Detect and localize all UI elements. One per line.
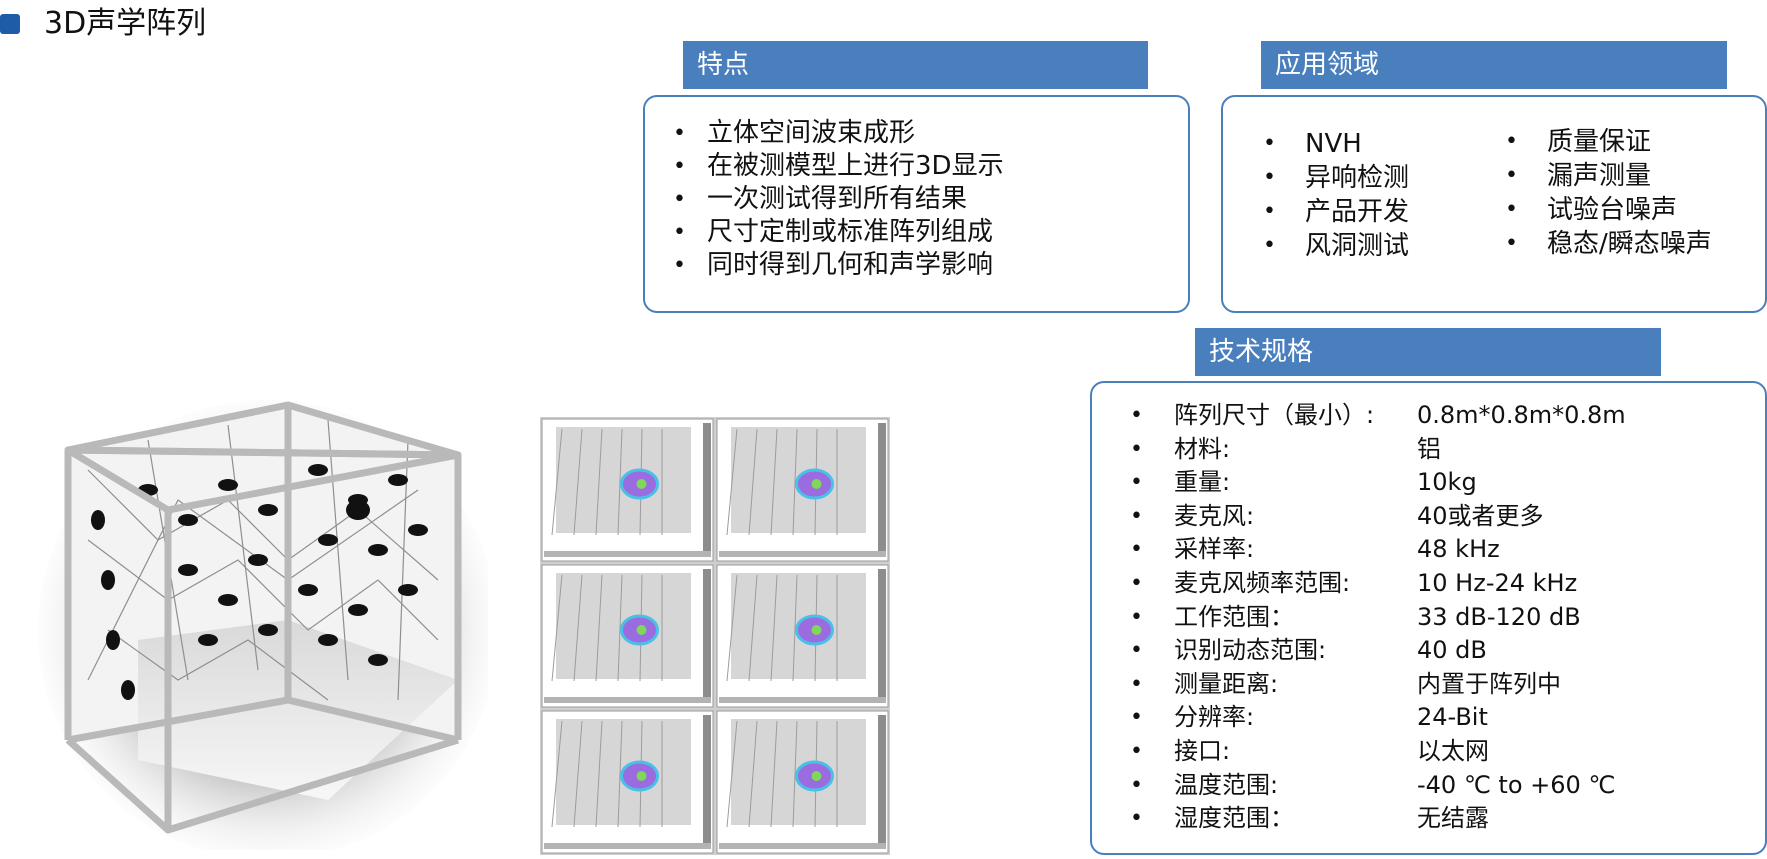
- applications-item: 质量保证: [1505, 125, 1712, 159]
- spec-bullet: •: [1130, 537, 1143, 563]
- specs-list: • 阵列尺寸（最小）: 0.8m*0.8m*0.8m • 材料: 铝 • 重量: 10kg • 麦克…: [1130, 399, 1765, 836]
- features-box: 立体空间波束成形在被测模型上进行3D显示一次测试得到所有结果尺寸定制或标准阵列组…: [643, 95, 1190, 313]
- spec-value: 48 kHz: [1417, 535, 1500, 564]
- spec-value: 铝: [1417, 434, 1441, 463]
- applications-col2: 质量保证漏声测量试验台噪声稳态/瞬态噪声: [1505, 125, 1712, 261]
- spec-bullet: •: [1130, 470, 1143, 496]
- spec-value: 0.8m*0.8m*0.8m: [1417, 401, 1626, 429]
- spec-label: 麦克风:: [1174, 501, 1255, 530]
- spec-row: • 材料: 铝: [1130, 433, 1765, 467]
- features-item: 同时得到几何和声学影响: [673, 249, 1188, 282]
- spec-label: 材料:: [1174, 434, 1231, 463]
- spec-bullet: •: [1130, 570, 1143, 596]
- features-item: 尺寸定制或标准阵列组成: [673, 216, 1188, 249]
- spec-bullet: •: [1130, 638, 1143, 664]
- spec-row: • 接口: 以太网: [1130, 735, 1765, 769]
- spec-label: 阵列尺寸（最小）:: [1174, 401, 1375, 429]
- features-item: 一次测试得到所有结果: [673, 183, 1188, 216]
- page-title: 3D声学阵列: [44, 6, 207, 41]
- screenshot-cell: [541, 418, 714, 562]
- spec-label: 重量:: [1174, 468, 1231, 497]
- screenshot-cell: [716, 710, 889, 854]
- applications-item: 异响检测: [1263, 161, 1409, 195]
- spec-row: • 湿度范围： 无结露: [1130, 802, 1765, 836]
- applications-item: 试验台噪声: [1505, 193, 1712, 227]
- applications-box: NVH异响检测产品开发风洞测试 质量保证漏声测量试验台噪声稳态/瞬态噪声: [1221, 95, 1767, 313]
- applications-title: 应用领域: [1261, 41, 1727, 89]
- spec-row: • 麦克风: 40或者更多: [1130, 500, 1765, 534]
- spec-label: 麦克风频率范围:: [1174, 568, 1351, 597]
- screenshot-cell: [541, 564, 714, 708]
- spec-bullet: •: [1130, 806, 1143, 832]
- spec-bullet: •: [1130, 403, 1143, 428]
- spec-label: 工作范围：: [1174, 602, 1294, 631]
- spec-label: 测量距离:: [1174, 669, 1279, 698]
- spec-row: • 识别动态范围: 40 dB: [1130, 634, 1765, 668]
- applications-item: NVH: [1263, 127, 1409, 161]
- spec-bullet: •: [1130, 671, 1143, 697]
- spec-bullet: •: [1130, 436, 1143, 462]
- screenshots-grid-image: [540, 417, 890, 855]
- spec-value: 以太网: [1417, 736, 1489, 765]
- spec-bullet: •: [1130, 738, 1143, 764]
- spec-value: 40 dB: [1417, 636, 1487, 665]
- spec-value: 24-Bit: [1417, 703, 1488, 732]
- spec-label: 接口:: [1174, 736, 1231, 765]
- spec-label: 采样率:: [1174, 535, 1255, 564]
- spec-row: • 工作范围： 33 dB-120 dB: [1130, 601, 1765, 635]
- spec-value: 内置于阵列中: [1417, 669, 1561, 698]
- spec-bullet: •: [1130, 604, 1143, 630]
- screenshot-cell: [716, 564, 889, 708]
- spec-row: • 阵列尺寸（最小）: 0.8m*0.8m*0.8m: [1130, 399, 1765, 433]
- spec-row: • 温度范围: -40 ℃ to +60 ℃: [1130, 769, 1765, 803]
- features-item: 立体空间波束成形: [673, 117, 1188, 150]
- spec-value: 33 dB-120 dB: [1417, 602, 1581, 631]
- specs-title: 技术规格: [1195, 328, 1661, 376]
- spec-row: • 麦克风频率范围: 10 Hz-24 kHz: [1130, 567, 1765, 601]
- spec-bullet: •: [1130, 503, 1143, 529]
- applications-item: 产品开发: [1263, 195, 1409, 229]
- screenshot-cell: [541, 710, 714, 854]
- title-bullet-square: [0, 14, 20, 34]
- spec-row: • 重量: 10kg: [1130, 466, 1765, 500]
- features-title: 特点: [683, 41, 1148, 89]
- spec-row: • 分辨率: 24-Bit: [1130, 701, 1765, 735]
- spec-label: 分辨率:: [1174, 703, 1255, 732]
- spec-label: 湿度范围：: [1174, 804, 1294, 833]
- spec-value: 40或者更多: [1417, 501, 1544, 530]
- applications-item: 稳态/瞬态噪声: [1505, 227, 1712, 261]
- features-item: 在被测模型上进行3D显示: [673, 150, 1188, 183]
- specs-box: • 阵列尺寸（最小）: 0.8m*0.8m*0.8m • 材料: 铝 • 重量: 10kg • 麦克…: [1090, 381, 1767, 855]
- spec-value: 无结露: [1417, 804, 1489, 833]
- spec-label: 温度范围:: [1174, 770, 1279, 799]
- features-list: 立体空间波束成形在被测模型上进行3D显示一次测试得到所有结果尺寸定制或标准阵列组…: [673, 117, 1188, 282]
- cube-image: [28, 380, 498, 859]
- applications-item: 风洞测试: [1263, 229, 1409, 263]
- spec-bullet: •: [1130, 772, 1143, 798]
- applications-item: 漏声测量: [1505, 159, 1712, 193]
- spec-label: 识别动态范围:: [1174, 636, 1327, 665]
- screenshot-cell: [716, 418, 889, 562]
- spec-value: 10kg: [1417, 468, 1477, 497]
- spec-value: -40 ℃ to +60 ℃: [1417, 770, 1616, 799]
- spec-value: 10 Hz-24 kHz: [1417, 568, 1578, 597]
- applications-col1: NVH异响检测产品开发风洞测试: [1263, 127, 1409, 263]
- spec-bullet: •: [1130, 705, 1143, 731]
- spec-row: • 测量距离: 内置于阵列中: [1130, 668, 1765, 702]
- spec-row: • 采样率: 48 kHz: [1130, 533, 1765, 567]
